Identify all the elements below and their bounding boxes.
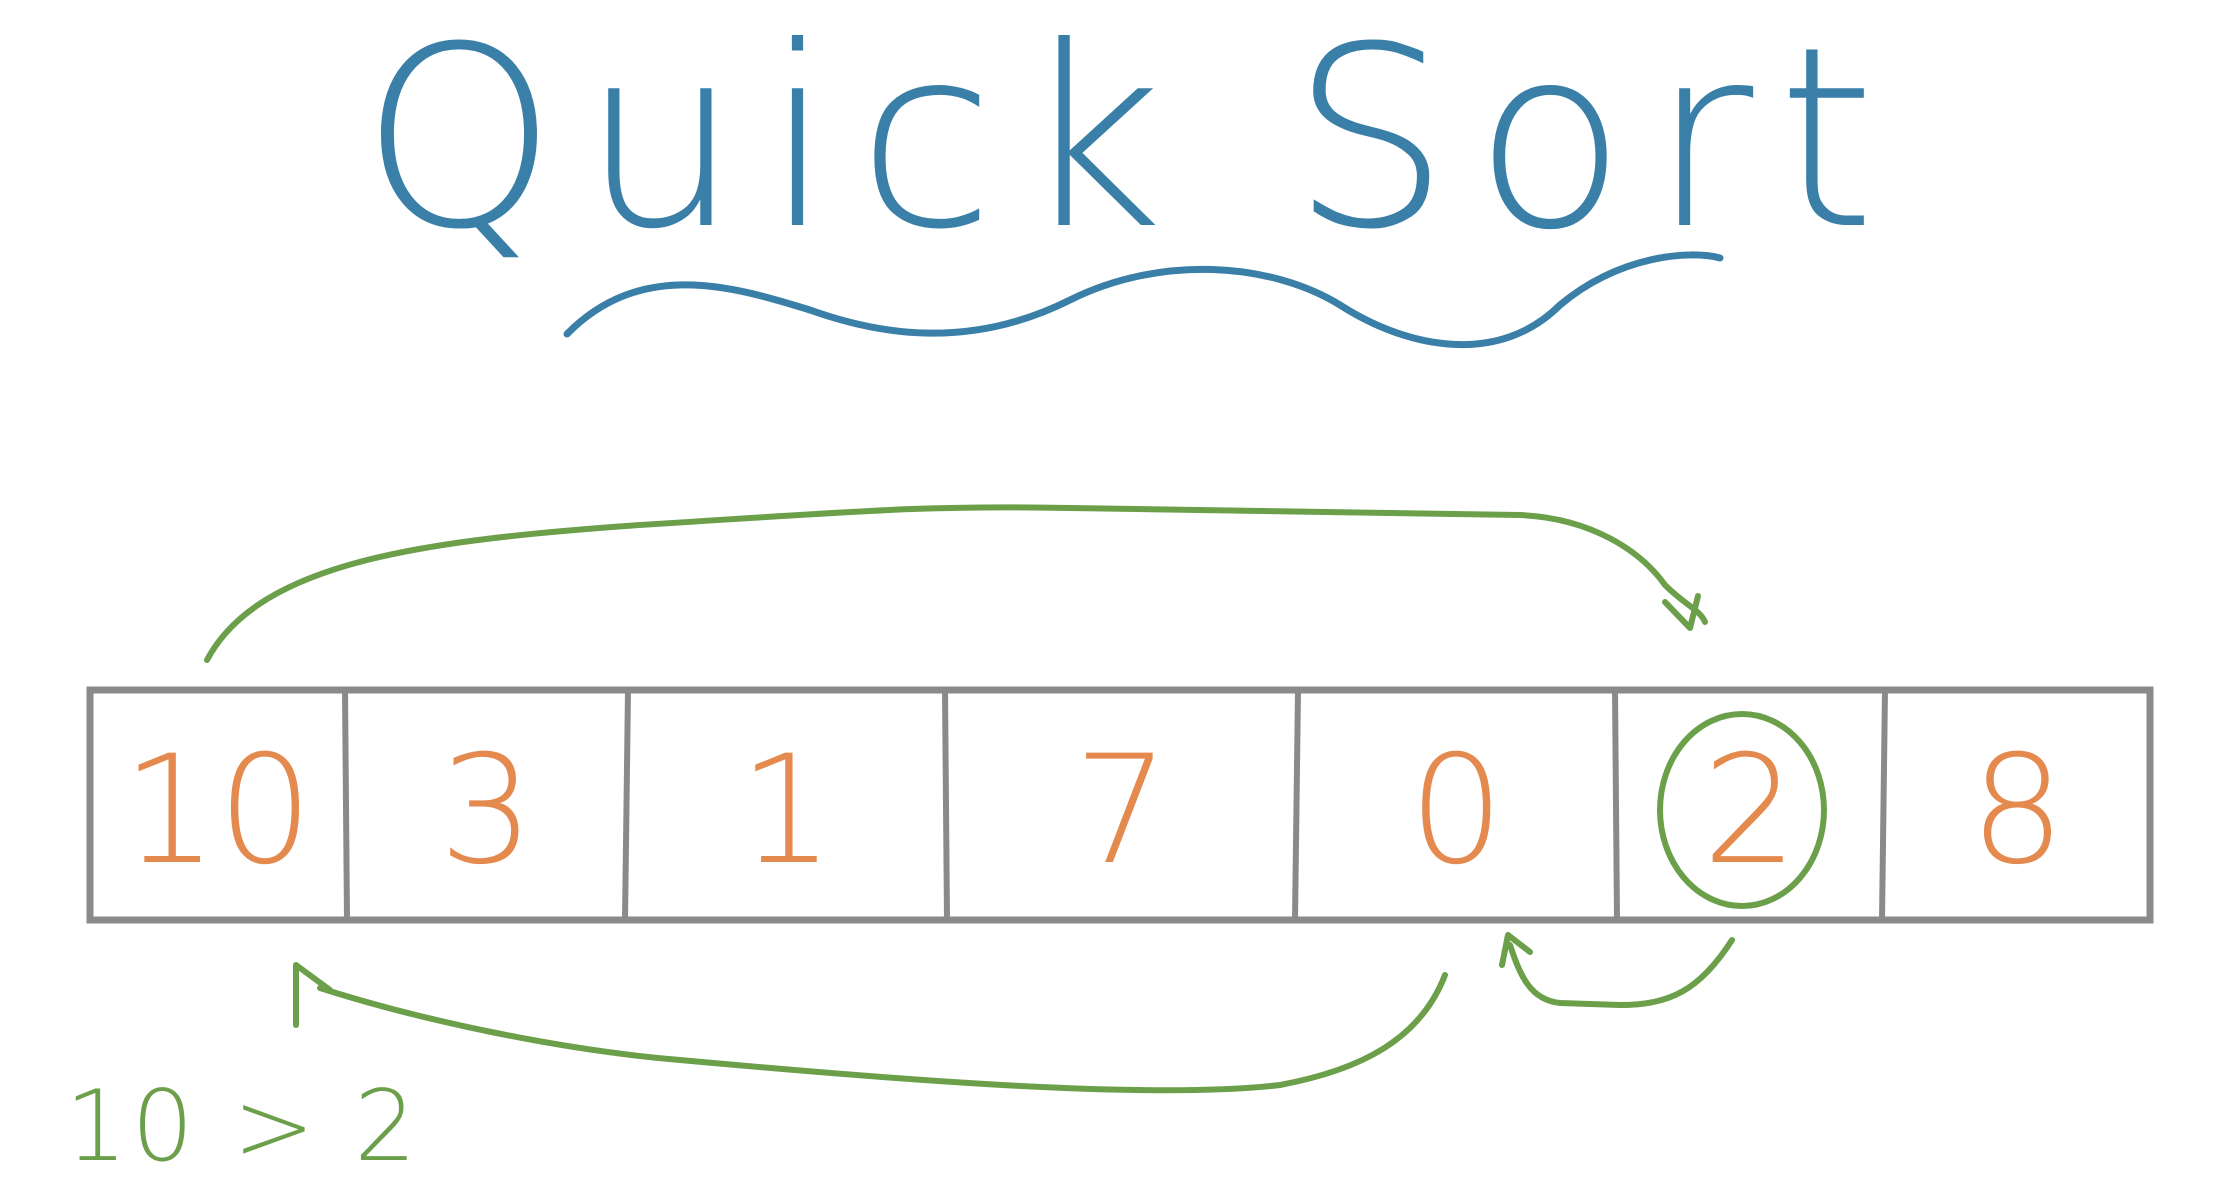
cell-divider <box>622 689 631 921</box>
array-cell-value: 1 <box>739 724 834 898</box>
array-cell-value: 10 <box>122 724 313 898</box>
swap-arrow-top <box>204 504 1708 663</box>
swap-arrow-top-head <box>1662 593 1701 631</box>
array-cell-value: 7 <box>1074 724 1169 898</box>
cell-divider <box>1612 689 1620 921</box>
cell-divider <box>942 689 950 921</box>
array-cell-value: 0 <box>1409 724 1504 898</box>
swap-arrow-bottom <box>317 972 1448 1094</box>
array-outline <box>86 686 2154 924</box>
compare-arrow-head <box>1499 932 1533 968</box>
swap-arrow-bottom-head <box>293 962 333 1028</box>
array-cell-value: 8 <box>1970 724 2065 898</box>
compare-arrow <box>1507 937 1735 1008</box>
cell-divider <box>342 689 350 921</box>
pivot-circle <box>1657 711 1827 909</box>
title-underline <box>563 251 1724 349</box>
array-cell-value: 3 <box>439 724 534 898</box>
cell-divider <box>1292 689 1301 921</box>
comparison-note: 10 > 2 <box>65 1070 420 1184</box>
array-cell-pivot-value: 2 <box>1702 724 1797 898</box>
page-title: Quick Sort <box>361 0 1900 284</box>
cell-divider <box>1879 689 1888 921</box>
